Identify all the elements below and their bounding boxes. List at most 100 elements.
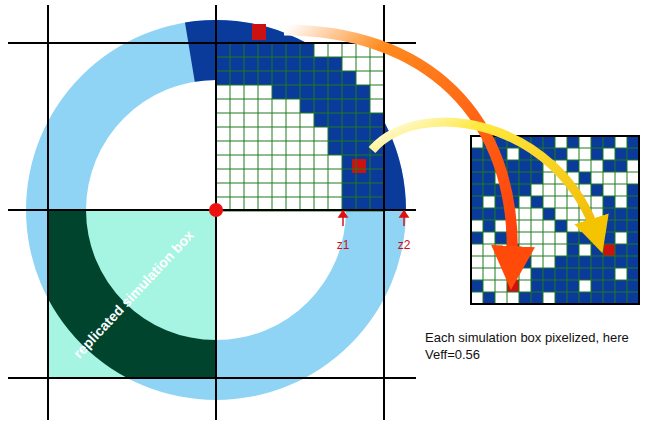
pixel xyxy=(543,280,555,292)
pixel-line xyxy=(328,43,329,211)
pixel xyxy=(627,220,639,232)
pixel xyxy=(519,184,531,196)
pixel-line xyxy=(216,141,384,142)
pixel xyxy=(286,85,300,99)
pixel xyxy=(591,148,603,160)
pixel xyxy=(555,220,567,232)
pixel xyxy=(356,141,370,155)
pixel xyxy=(230,57,244,71)
pixel xyxy=(342,197,356,211)
pixel xyxy=(314,85,328,99)
pixel-line xyxy=(471,244,639,245)
pixel xyxy=(356,113,370,127)
pixel-line xyxy=(471,256,639,257)
pixel xyxy=(272,71,286,85)
radius-label: z1 xyxy=(337,238,350,254)
pixel xyxy=(356,197,370,211)
pixel xyxy=(579,232,591,244)
pixel xyxy=(567,280,579,292)
pixel xyxy=(543,208,555,220)
pixel xyxy=(555,256,567,268)
pixel xyxy=(615,208,627,220)
pixel xyxy=(603,196,615,208)
pixel xyxy=(258,43,272,57)
sample-pixel xyxy=(603,244,615,256)
pixel xyxy=(314,71,328,85)
pixel xyxy=(591,256,603,268)
pixel xyxy=(286,71,300,85)
pixel xyxy=(216,57,230,71)
pixel-line xyxy=(627,136,628,304)
pixel xyxy=(483,292,495,304)
pixel xyxy=(615,160,627,172)
pixel xyxy=(356,127,370,141)
pixel xyxy=(483,172,495,184)
pixel xyxy=(328,57,342,71)
pixel-line xyxy=(471,232,639,233)
pixel xyxy=(300,71,314,85)
pixel xyxy=(356,183,370,197)
pixel xyxy=(591,244,603,256)
pixel xyxy=(615,256,627,268)
pixel xyxy=(314,57,328,71)
pixel xyxy=(370,155,384,169)
pixel xyxy=(519,292,531,304)
pixel xyxy=(567,232,579,244)
pixel xyxy=(627,268,639,280)
sample-pixel xyxy=(352,159,366,173)
pixel xyxy=(603,136,615,148)
pixel xyxy=(244,57,258,71)
pixel xyxy=(591,280,603,292)
pixel xyxy=(342,141,356,155)
pixel xyxy=(603,208,615,220)
radius-label: z2 xyxy=(398,238,411,254)
pixel xyxy=(258,71,272,85)
pixel xyxy=(230,43,244,57)
pixel-line xyxy=(615,136,616,304)
pixel-line xyxy=(579,136,580,304)
pixel xyxy=(567,136,579,148)
box-bg xyxy=(216,43,384,211)
pixel xyxy=(615,280,627,292)
pixel xyxy=(567,268,579,280)
pixel-line xyxy=(471,292,639,293)
pixel xyxy=(314,113,328,127)
pixel xyxy=(272,85,286,99)
pixel xyxy=(627,292,639,304)
pixel xyxy=(519,172,531,184)
pixel xyxy=(471,172,483,184)
pixel xyxy=(603,160,615,172)
pixel-line xyxy=(603,136,604,304)
pixel xyxy=(471,208,483,220)
pixel xyxy=(567,244,579,256)
pixel xyxy=(342,113,356,127)
pixel xyxy=(471,280,483,292)
pixel xyxy=(370,183,384,197)
box-grid xyxy=(8,5,416,420)
pixel xyxy=(300,99,314,113)
pixel xyxy=(519,160,531,172)
pixel xyxy=(286,57,300,71)
caption-note: Each simulation box pixelized, here Veff… xyxy=(425,330,640,364)
pixel xyxy=(230,71,244,85)
pixel xyxy=(356,85,370,99)
pixel xyxy=(471,148,483,160)
orange-arrow xyxy=(284,30,512,268)
pixel xyxy=(216,71,230,85)
sample-pixel xyxy=(507,280,519,292)
pixel xyxy=(627,196,639,208)
pixel xyxy=(328,127,342,141)
pixel-line xyxy=(471,268,639,269)
pixel xyxy=(603,292,615,304)
pixel xyxy=(531,196,543,208)
pixel xyxy=(370,113,384,127)
pixel xyxy=(244,71,258,85)
pixel xyxy=(314,99,328,113)
pixel xyxy=(603,220,615,232)
pixel-grid xyxy=(216,24,384,211)
pixel xyxy=(507,160,519,172)
pixel xyxy=(244,43,258,57)
pixel xyxy=(531,292,543,304)
